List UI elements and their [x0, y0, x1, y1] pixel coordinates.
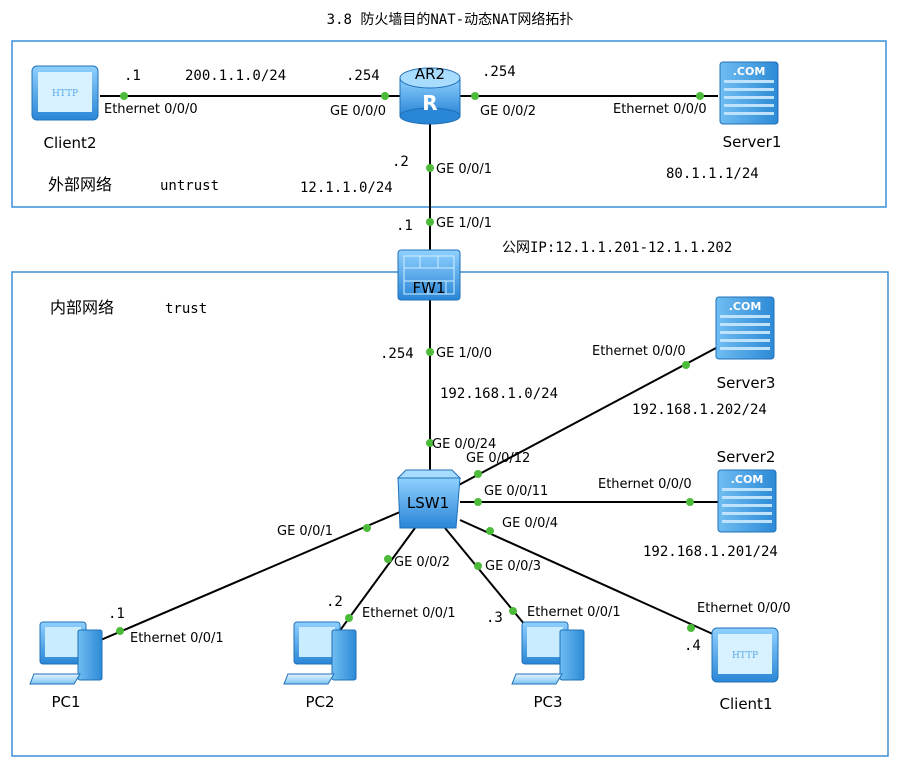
fw1-label: FW1: [412, 279, 445, 297]
client1-label: Client1: [720, 695, 773, 713]
port-dot: [363, 524, 371, 532]
public-ip-range: 公网IP:12.1.1.201-12.1.1.202: [502, 240, 732, 256]
trust-zone-name: 内部网络: [50, 298, 114, 317]
port-dot: [687, 624, 695, 632]
port-label-ar2-g000: GE 0/0/0: [330, 104, 386, 119]
port-dot: [682, 361, 690, 369]
ip-pc2: .2: [326, 594, 343, 610]
untrust-zone-name: 外部网络: [48, 175, 112, 194]
port-label-lsw1-g024: GE 0/0/24: [432, 437, 496, 452]
ip-client2: .1: [124, 68, 141, 84]
port-dot: [381, 92, 389, 100]
port-dot: [686, 498, 694, 506]
link-lsw1-pc2: [332, 527, 416, 641]
port-label-lsw1-g003: GE 0/0/3: [485, 559, 541, 574]
pc3-label: PC3: [533, 693, 562, 711]
pc1-device[interactable]: [29, 621, 103, 685]
ip-server2: 192.168.1.201/24: [643, 544, 778, 560]
pc2-device[interactable]: [283, 621, 357, 685]
client1-device[interactable]: HTTP: [711, 627, 779, 683]
port-dot: [120, 92, 128, 100]
port-dot: [426, 439, 434, 447]
untrust-zone-box: [11, 40, 887, 208]
ip-fw1-down: .254: [380, 346, 414, 362]
server1-screen-text: .COM: [733, 65, 766, 78]
port-dot: [471, 92, 479, 100]
port-dot: [474, 470, 482, 478]
fw1-firewall[interactable]: [397, 249, 461, 301]
ar2-label: AR2: [415, 65, 445, 83]
server2-label: Server2: [717, 448, 776, 466]
port-label-fw1-g101: GE 1/0/1: [436, 216, 492, 231]
ip-client1: .4: [684, 638, 701, 654]
port-dot: [345, 614, 353, 622]
lsw1-label: LSW1: [407, 494, 449, 512]
port-dot: [696, 92, 704, 100]
port-label-pc3-eth: Ethernet 0/0/1: [527, 605, 621, 620]
client2-device[interactable]: HTTP: [31, 65, 99, 121]
port-label-pc1-eth: Ethernet 0/0/1: [130, 631, 224, 646]
port-label-client2-eth: Ethernet 0/0/0: [104, 102, 198, 117]
port-dot: [116, 627, 124, 635]
port-label-pc2-eth: Ethernet 0/0/1: [362, 606, 456, 621]
port-label-lsw1-g002: GE 0/0/2: [394, 555, 450, 570]
port-dot: [474, 498, 482, 506]
port-label-fw1-g100: GE 1/0/0: [436, 346, 492, 361]
pc1-label: PC1: [51, 693, 80, 711]
server3-label: Server3: [717, 374, 776, 392]
port-dot: [509, 607, 517, 615]
ip-pc3: .3: [486, 610, 503, 626]
port-label-lsw1-g011: GE 0/0/11: [484, 484, 548, 499]
pc3-device[interactable]: [511, 621, 585, 685]
client2-label: Client2: [44, 134, 97, 152]
port-dot: [426, 164, 434, 172]
port-dot: [474, 562, 482, 570]
link-lsw1-server3: [454, 347, 717, 488]
network-192: 192.168.1.0/24: [440, 386, 558, 402]
client2-screen-text: HTTP: [52, 89, 78, 99]
port-label-lsw1-g001: GE 0/0/1: [277, 524, 333, 539]
port-dot: [426, 348, 434, 356]
port-label-client1-eth: Ethernet 0/0/0: [697, 601, 791, 616]
port-label-server2-eth: Ethernet 0/0/0: [598, 477, 692, 492]
ip-ar2-left: .254: [346, 68, 380, 84]
server2-device[interactable]: .COM: [717, 469, 777, 533]
port-dot: [384, 555, 392, 563]
port-dot: [486, 527, 494, 535]
ip-ar2-down: .2: [392, 154, 409, 170]
server1-device[interactable]: .COM: [719, 61, 779, 125]
ip-server3: 192.168.1.202/24: [632, 402, 767, 418]
port-dot: [426, 218, 434, 226]
server1-label: Server1: [723, 133, 782, 151]
server3-device[interactable]: .COM: [715, 296, 775, 360]
port-label-server3-eth: Ethernet 0/0/0: [592, 344, 686, 359]
link-lsw1-pc1: [81, 511, 401, 649]
port-label-server1-eth: Ethernet 0/0/0: [613, 102, 707, 117]
network-200: 200.1.1.0/24: [185, 68, 286, 84]
port-label-ar2-g001: GE 0/0/1: [436, 162, 492, 177]
port-label-lsw1-g012: GE 0/0/12: [466, 451, 530, 466]
diagram-title: 3.8 防火墙目的NAT-动态NAT网络拓扑: [327, 12, 574, 28]
link-lsw1-client1: [459, 519, 716, 636]
network-12: 12.1.1.0/24: [300, 180, 393, 196]
ip-fw1-up: .1: [396, 218, 413, 234]
port-label-ar2-g002: GE 0/0/2: [480, 104, 536, 119]
client1-screen-text: HTTP: [732, 651, 758, 661]
trust-zone-label: trust: [165, 301, 207, 317]
ip-pc1: .1: [108, 606, 125, 622]
server2-screen-text: .COM: [731, 473, 764, 486]
ar2-router[interactable]: R: [399, 67, 461, 125]
port-label-lsw1-g004: GE 0/0/4: [502, 516, 558, 531]
untrust-zone-label: untrust: [160, 178, 219, 194]
ip-ar2-right: .254: [482, 64, 516, 80]
router-icon: R: [422, 91, 437, 115]
ip-server1: 80.1.1.1/24: [666, 166, 759, 182]
server3-screen-text: .COM: [729, 300, 762, 313]
lsw1-switch[interactable]: [396, 469, 462, 529]
pc2-label: PC2: [305, 693, 334, 711]
